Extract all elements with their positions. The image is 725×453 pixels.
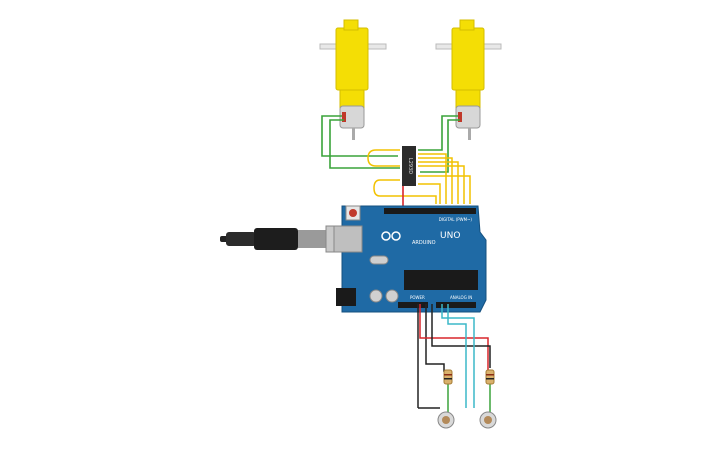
resistor-right[interactable] xyxy=(485,369,495,385)
arduino-logo-icon xyxy=(381,231,391,241)
brand-label: ARDUINO xyxy=(412,240,436,246)
microcontroller-chip xyxy=(404,270,478,290)
photoresistor-right[interactable] xyxy=(479,411,497,429)
capacitor-icon xyxy=(385,289,399,303)
dc-motor-left[interactable] xyxy=(319,19,387,140)
reset-button[interactable] xyxy=(349,209,357,217)
chip-label: L293D xyxy=(407,158,413,174)
control-wires[interactable] xyxy=(367,149,471,204)
motor-driver-chip[interactable]: L293D xyxy=(402,146,416,186)
power-jack xyxy=(336,288,356,306)
sensor-wires[interactable] xyxy=(417,304,491,412)
arduino-board[interactable]: DIGITAL (PWM~) ARDUINO UNO POWER ANALOG … xyxy=(333,205,487,313)
motor-wires[interactable] xyxy=(321,115,460,173)
analog-header[interactable] xyxy=(436,302,476,308)
digital-header[interactable] xyxy=(384,208,476,214)
digital-header-label: DIGITAL (PWM~) xyxy=(439,217,473,222)
model-label: UNO xyxy=(440,231,460,241)
capacitor-icon xyxy=(369,289,383,303)
usb-jack xyxy=(333,225,363,253)
photoresistor-left[interactable] xyxy=(437,411,455,429)
dc-motor-right[interactable] xyxy=(435,19,502,140)
power-header-label: POWER xyxy=(410,295,425,300)
analog-header-label: ANALOG IN xyxy=(450,295,472,300)
resistor-left[interactable] xyxy=(443,369,453,385)
power-header[interactable] xyxy=(398,302,428,308)
crystal-oscillator xyxy=(369,255,389,265)
